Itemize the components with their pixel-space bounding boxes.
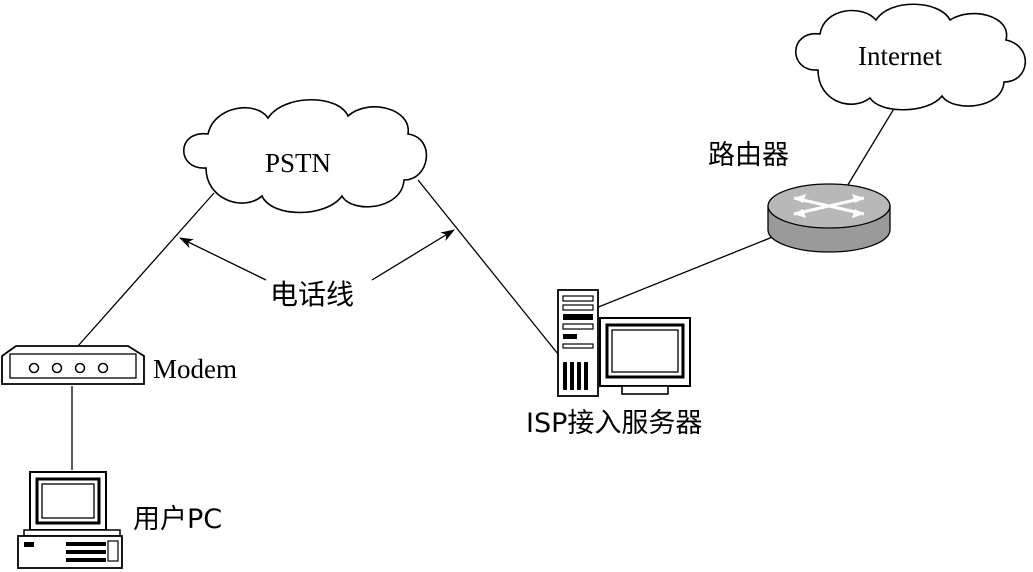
isp-server-label: ISP接入服务器 (526, 408, 702, 439)
monitor-icon (599, 317, 691, 395)
modem-label: Modem (153, 354, 237, 384)
arrow-to-right-line (371, 229, 455, 281)
router: 路由器 (708, 140, 891, 253)
router-label: 路由器 (708, 140, 789, 171)
phone-line-label: 电话线 (270, 278, 354, 311)
cloud-icon (795, 3, 1027, 111)
isp-server: ISP接入服务器 (526, 289, 702, 439)
internet-label: Internet (858, 41, 942, 71)
desktop-computer-icon (17, 471, 123, 569)
cloud-icon (183, 99, 428, 214)
link-isp-server-router (585, 233, 781, 313)
server-tower-icon (557, 289, 599, 397)
pstn-cloud: PSTN (183, 99, 428, 214)
link-router-internet (845, 101, 899, 189)
user-pc-label: 用户PC (133, 504, 222, 535)
modem: Modem (1, 345, 237, 385)
link-pstn-isp-server (417, 179, 559, 355)
pstn-label: PSTN (265, 148, 331, 178)
router-icon (767, 183, 891, 253)
link-modem-pstn (77, 192, 215, 347)
phone-line-arrows (179, 229, 455, 281)
modem-icon (1, 345, 145, 385)
internet-cloud: Internet (795, 3, 1027, 111)
arrow-to-left-line (179, 237, 267, 281)
user-pc: 用户PC (17, 471, 222, 569)
connections (71, 101, 899, 470)
